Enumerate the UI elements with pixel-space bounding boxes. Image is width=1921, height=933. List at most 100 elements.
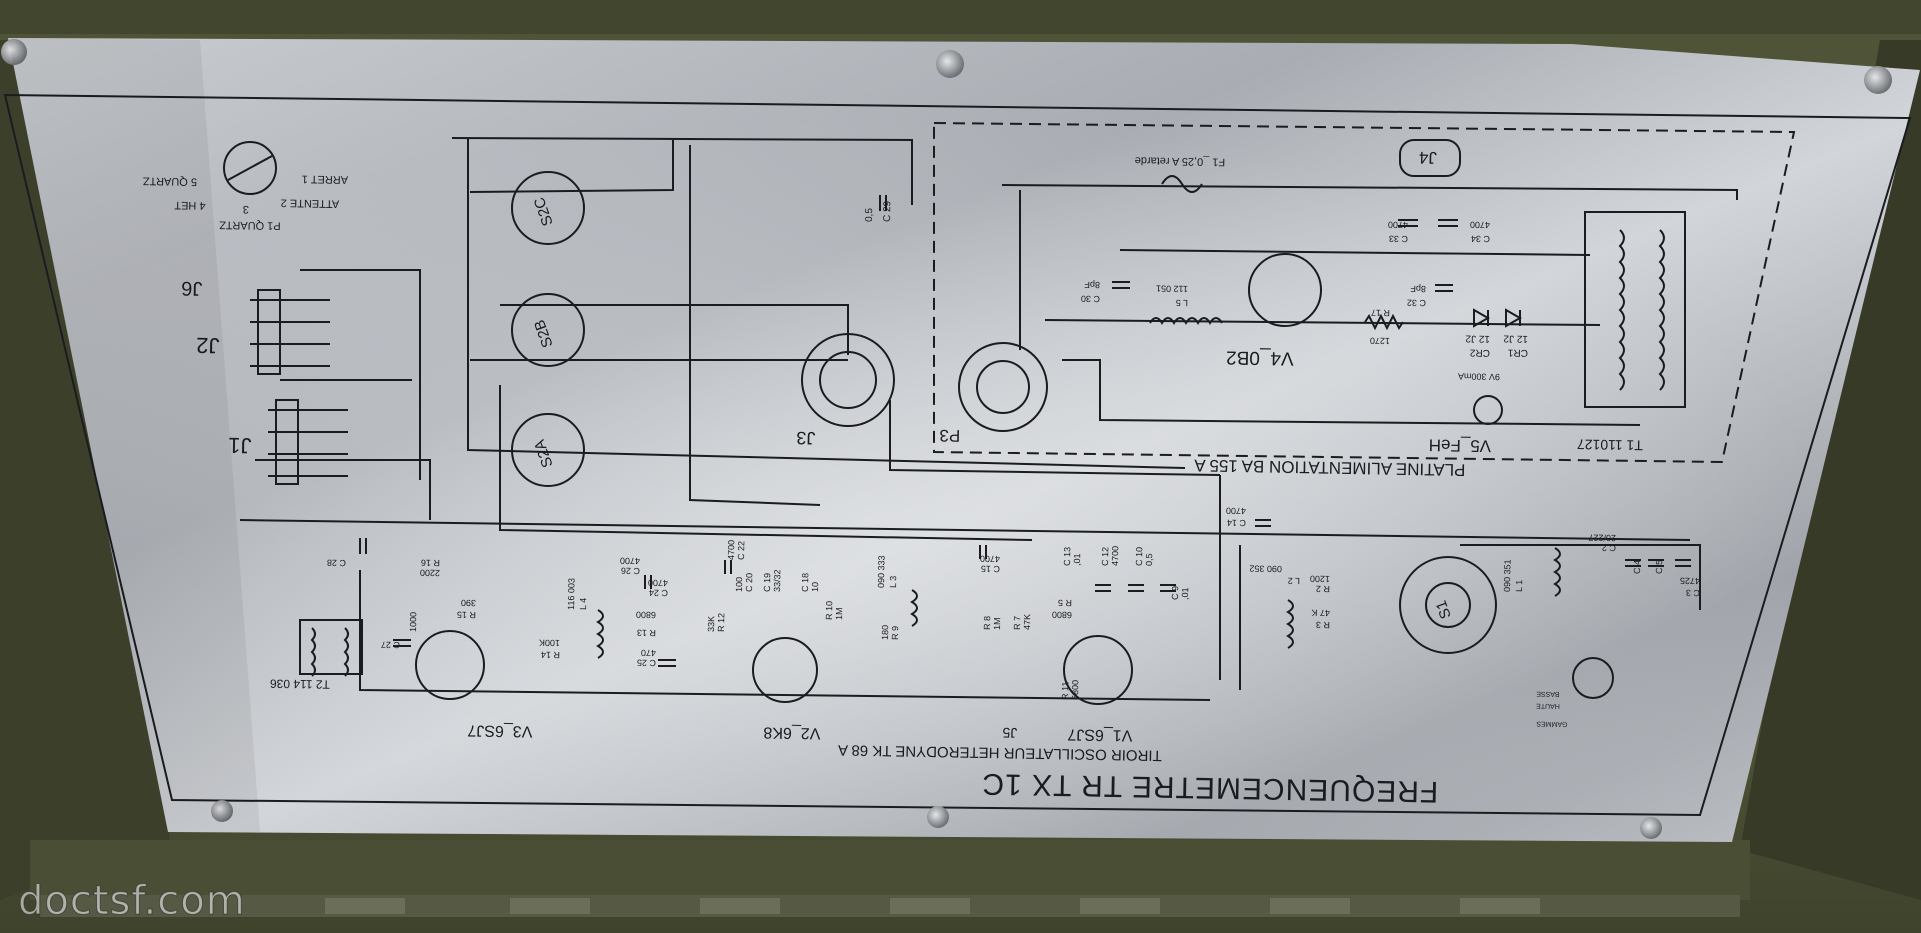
- case-right-side: [1740, 40, 1921, 900]
- tube-socket-p3-inner: [976, 360, 1030, 414]
- value-c33: 4700: [1388, 220, 1408, 230]
- label-r15: R 15: [457, 610, 476, 620]
- transformer-t1-winding: [1618, 229, 1625, 391]
- plate-title: FREQUENCEMETRE TR TX 1C: [981, 767, 1438, 808]
- wire: [889, 400, 1221, 476]
- value-r2: 1200: [1310, 574, 1330, 584]
- label-r16: R 16: [421, 558, 440, 568]
- tube-label-v5: V5_FeH: [1429, 435, 1492, 455]
- label-l2: L 2: [1288, 576, 1300, 586]
- value-c26: 4700: [620, 556, 640, 566]
- power-block-label: PLATINE ALIMENTATION BA 155 A: [1194, 456, 1466, 480]
- value-l4: 116 003: [566, 578, 577, 610]
- label-c20: C 20: [744, 573, 754, 592]
- tube-label-v3: V3_6SJ7: [467, 721, 532, 739]
- value-l3: 090 333: [876, 555, 887, 588]
- value-c24: 4700: [648, 578, 668, 588]
- label-c18: C 18: [800, 573, 810, 592]
- transformer-t1: [1584, 211, 1686, 408]
- plate-shadow: [8, 38, 260, 832]
- label-r9: R 9: [890, 626, 900, 640]
- wire: [1460, 544, 1701, 610]
- plate-subtitle: TIROIR OSCILLATEUR HETERODYNE TK 68 A: [838, 741, 1162, 764]
- label-r8: R 8: [982, 616, 992, 630]
- wire: [300, 269, 421, 480]
- value-r5: 6800: [1052, 610, 1072, 620]
- connector-j2: [250, 289, 330, 375]
- label-c22: C 22: [736, 541, 746, 560]
- value-c12: 4700: [1110, 546, 1120, 566]
- label-c2: C 2: [1602, 543, 1616, 553]
- value-c27: 1000: [408, 612, 418, 632]
- label-j1: J1: [228, 433, 252, 458]
- label-p1-quartz: P1 QUARTZ: [219, 218, 281, 231]
- label-arret: ARRET 1: [302, 173, 348, 186]
- value-c22: 4700: [726, 540, 736, 560]
- value-r11: 6800: [1070, 680, 1080, 700]
- value-r10: 1M: [834, 607, 844, 620]
- label-c29: C 29: [882, 200, 893, 222]
- value-c13: ,01: [1072, 553, 1082, 566]
- label-c27: C 27: [381, 640, 400, 650]
- label-c9: C 9: [1170, 586, 1180, 600]
- value-c30: 8pF: [1084, 280, 1100, 290]
- wire: [451, 137, 913, 205]
- label-c28: C 28: [327, 558, 346, 568]
- label-r3: R 3: [1316, 620, 1330, 630]
- label-lamp: 9V 300mA: [1458, 371, 1500, 382]
- label-r7: R 7: [1012, 616, 1022, 630]
- wire: [499, 385, 1033, 541]
- label-quartz5: 5 QUARTZ: [142, 175, 197, 188]
- value-r8: 1M: [992, 617, 1002, 630]
- label-cr1: CR1: [1507, 347, 1528, 358]
- value-c15: 4700: [980, 554, 1000, 564]
- screw: [211, 800, 233, 822]
- diode-cr1: [1505, 308, 1523, 328]
- resistor-r17: [1364, 313, 1404, 331]
- value-r12: 33K: [706, 616, 716, 632]
- value-c14: 4700: [1226, 506, 1246, 516]
- label-c33: C 33: [1389, 234, 1408, 244]
- label-p3: P3: [939, 426, 960, 445]
- transformer-t2: [299, 619, 363, 675]
- value-cr1: 12 J2: [1503, 333, 1528, 344]
- label-c15: C 15: [981, 564, 1000, 574]
- label-r17: R 17: [1371, 308, 1390, 318]
- schematic-border: [3, 93, 1912, 817]
- screw: [1640, 817, 1662, 839]
- label-c34: C 34: [1471, 234, 1490, 244]
- label-j2: J2: [196, 333, 220, 358]
- hinge-knuckles: [325, 898, 1540, 914]
- label-basse: BASSE: [1536, 690, 1560, 697]
- value-c34: 4700: [1470, 220, 1490, 230]
- label-s1: S1: [1433, 598, 1455, 621]
- j4-holder: [1399, 139, 1461, 177]
- value-c18: 10: [810, 582, 820, 592]
- label-r13: R 13: [637, 628, 656, 638]
- label-l5: L 5: [1176, 298, 1188, 308]
- value-c29: 0,5: [864, 208, 875, 223]
- value-cr2: 12 J2: [1465, 333, 1490, 344]
- wire: [500, 304, 849, 355]
- label-j3: J3: [796, 428, 815, 448]
- label-r12: R 12: [716, 613, 726, 632]
- tube-v2: [752, 637, 818, 703]
- label-j6: J6: [181, 277, 203, 299]
- label-c13: C 13: [1062, 547, 1072, 566]
- label-c3: C 3: [1686, 588, 1700, 598]
- label-three: 3: [243, 203, 249, 215]
- label-r10: R 10: [824, 601, 834, 620]
- label-gammes: GAMMES: [1536, 720, 1568, 728]
- tube-v3: [415, 630, 485, 700]
- value-l5: 112 051: [1156, 283, 1188, 294]
- value-c9: ,01: [1180, 587, 1190, 600]
- label-c14: C 14: [1227, 518, 1246, 528]
- case-top-rim: [0, 0, 1921, 34]
- value-c10: 0,5: [1144, 553, 1154, 566]
- coil-l3: [910, 589, 918, 627]
- value-c2: 20/227: [1588, 533, 1616, 543]
- tube-v4: [1248, 253, 1322, 327]
- switch-s2b: [511, 293, 585, 367]
- label-r2: R 2: [1316, 584, 1330, 594]
